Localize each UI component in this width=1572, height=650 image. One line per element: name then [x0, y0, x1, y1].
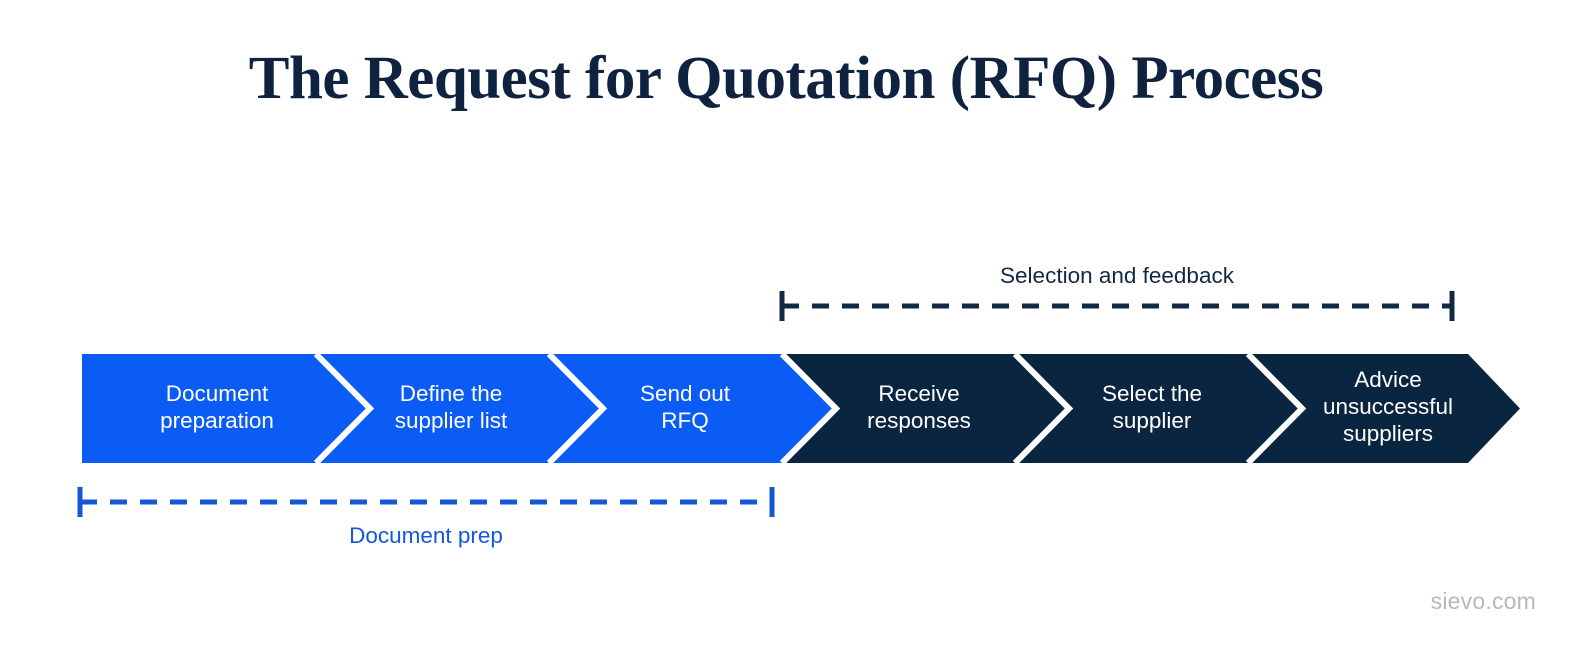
- chevron-separator-2: [546, 354, 608, 463]
- chevron-separator-5: [1245, 354, 1307, 463]
- bracket-selection-and-feedback: [778, 288, 1458, 324]
- chevron-separator-3: [779, 354, 841, 463]
- chevron-separator-4: [1012, 354, 1074, 463]
- process-chevron-shapes: [82, 354, 1520, 463]
- chevron-phase-selection-and-feedback[interactable]: [782, 354, 1520, 463]
- chevron-separator-1: [313, 354, 375, 463]
- chevron-phase-document-prep[interactable]: [82, 354, 834, 463]
- bracket-document-prep-line: [77, 487, 775, 517]
- bracket-selection-and-feedback-line: [779, 291, 1455, 321]
- bracket-document-prep-label: Document prep: [349, 523, 503, 548]
- watermark-sievo: sievo.com: [1430, 588, 1536, 614]
- bracket-document-prep: [76, 484, 778, 520]
- process-chevron-band: Document preparation Define the supplier…: [82, 354, 1520, 463]
- page-title: The Request for Quotation (RFQ) Process: [248, 45, 1324, 112]
- bracket-selection-and-feedback-label: Selection and feedback: [1000, 263, 1234, 288]
